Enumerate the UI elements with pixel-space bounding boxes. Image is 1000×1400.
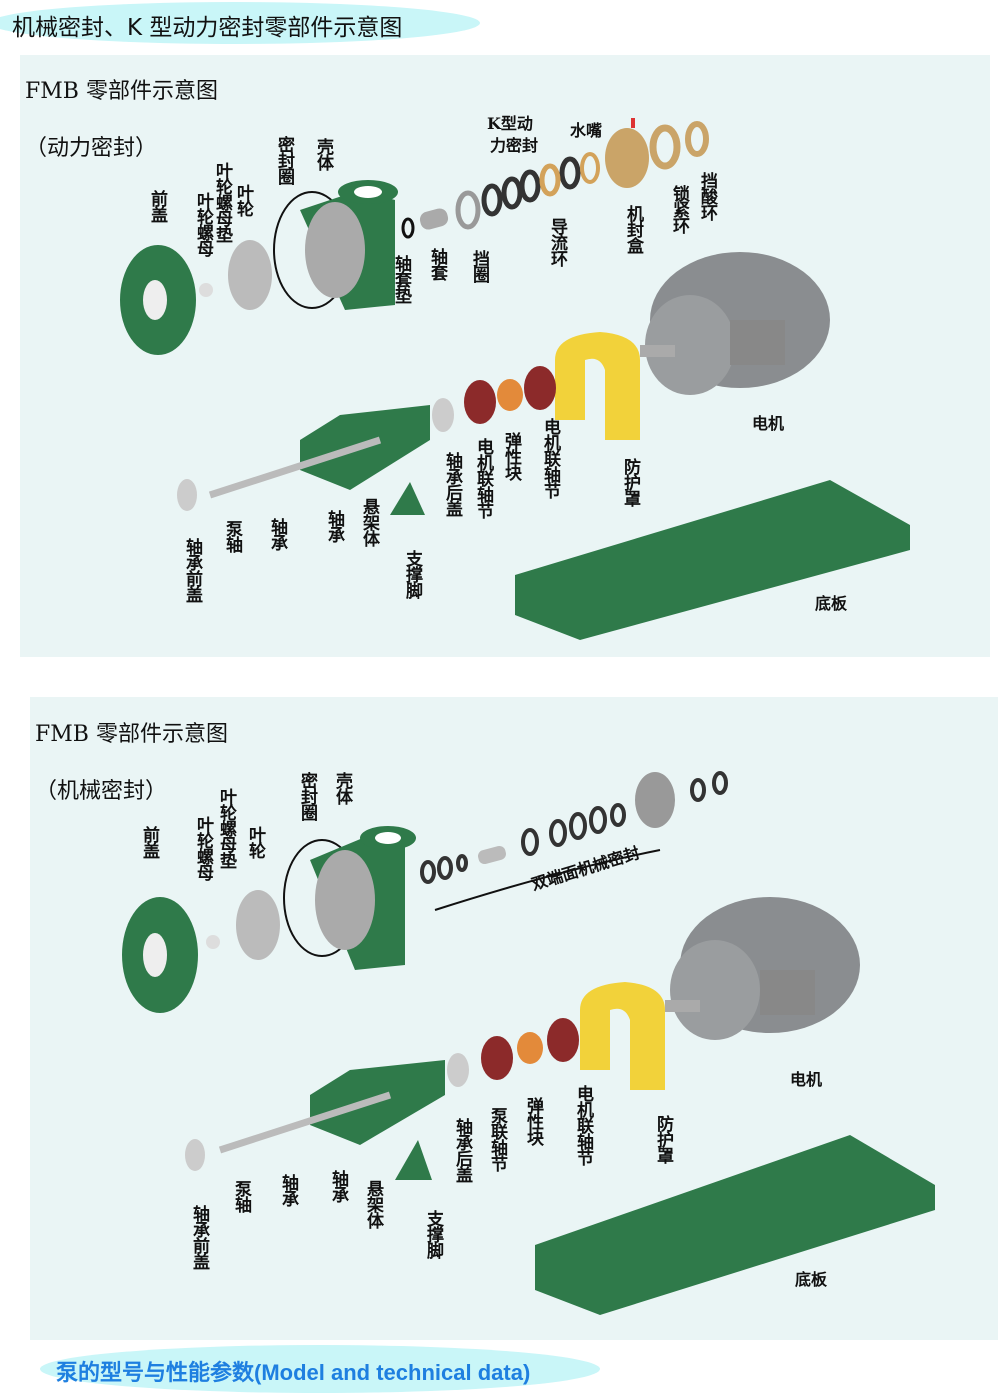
footer-banner: [40, 1345, 600, 1393]
label-bearing-front-cover: 轴承前盖: [189, 1205, 209, 1269]
label-k-seal-2: 力密封: [490, 136, 539, 155]
seal-box: [605, 128, 649, 188]
mechanical-seal-parts: [122, 771, 935, 1315]
diagram1-title: FMB 零部件示意图: [25, 79, 218, 104]
label-impeller: 叶轮: [245, 826, 265, 858]
label-impeller: 叶轮: [233, 184, 253, 216]
label-base-plate: 底板: [795, 1270, 828, 1289]
label-motor-coupling: 电机联轴节: [540, 418, 560, 498]
label-impeller-nut: 叶轮螺母: [193, 192, 213, 256]
diagram2-subtitle: （机械密封）: [35, 779, 168, 804]
label-bearing-rear-cover: 轴承后盖: [452, 1118, 472, 1182]
label-seal-ring: 密封圈: [297, 772, 317, 820]
header-banner: [0, 2, 480, 44]
label-k-seal-1: K型动: [487, 114, 533, 133]
label-base-plate: 底板: [815, 594, 848, 613]
label-impeller-nut-washer: 叶轮螺母垫: [216, 788, 236, 868]
label-pump-shaft: 泵轴: [222, 520, 242, 552]
diagram2-title: FMB 零部件示意图: [35, 722, 228, 747]
page-title: 机械密封、K 型动力密封零部件示意图: [12, 15, 403, 41]
label-motor-coupling: 电机联轴节: [573, 1085, 593, 1165]
label-elastic-block: 弹性块: [523, 1097, 543, 1145]
label-impeller-nut: 叶轮螺母: [193, 816, 213, 880]
label-elastic-block: 弹性块: [501, 432, 521, 480]
label-motor: 电机: [752, 414, 785, 433]
section-title-cn: 泵的型号与性能参数: [56, 1360, 255, 1386]
label-sleeve: 轴套: [427, 248, 447, 280]
dynamic-seal-parts: [120, 118, 910, 640]
label-diversion-ring: 导流环: [547, 218, 567, 266]
label-casing: 壳体: [313, 138, 333, 170]
section-title-en: (Model and technical data): [254, 1360, 531, 1385]
label-water-nozzle: 水嘴: [570, 121, 603, 140]
section-title: 泵的型号与性能参数(Model and technical data): [56, 1355, 530, 1387]
label-bracket: 悬架体: [363, 1180, 383, 1228]
label-bearing-front-cover: 轴承前盖: [182, 538, 202, 602]
label-guard: 防护罩: [620, 458, 640, 506]
label-sleeve-gasket: 轴套垫: [391, 255, 411, 303]
impeller-nut: [199, 283, 213, 297]
label-lock-ring: 锁紧环: [669, 185, 689, 233]
label-bearing-1: 轴承: [328, 1170, 348, 1202]
label-pump-coupling: 泵联轴节: [487, 1107, 507, 1171]
label-support-foot: 支撑脚: [423, 1210, 443, 1258]
label-seal-box: 机封盒: [623, 205, 643, 253]
label-seal-ring: 密封圈: [274, 136, 294, 184]
label-retaining-ring: 挡圈: [469, 250, 489, 282]
label-bearing-2: 轴承: [267, 518, 287, 550]
label-motor-coupling-2: 电机联轴节: [473, 438, 493, 518]
label-casing: 壳体: [332, 772, 352, 804]
label-front-cover: 前盖: [139, 826, 159, 858]
label-bearing-rear-cover: 轴承后盖: [442, 452, 462, 516]
guard: [555, 332, 640, 440]
label-bearing-1: 轴承: [324, 510, 344, 542]
label-impeller-nut-washer: 叶轮螺母垫: [212, 162, 232, 242]
base-plate: [515, 480, 910, 640]
label-support-foot: 支撑脚: [402, 550, 422, 598]
label-guard: 防护罩: [653, 1115, 673, 1163]
label-front-cover: 前盖: [147, 190, 167, 222]
label-bearing-2: 轴承: [278, 1174, 298, 1206]
label-pump-shaft: 泵轴: [231, 1180, 251, 1212]
diagram1-subtitle: （动力密封）: [25, 136, 158, 161]
label-bracket: 悬架体: [359, 498, 379, 546]
label-motor: 电机: [790, 1070, 823, 1089]
impeller: [228, 240, 272, 310]
label-acid-ring: 挡酸环: [697, 172, 717, 220]
